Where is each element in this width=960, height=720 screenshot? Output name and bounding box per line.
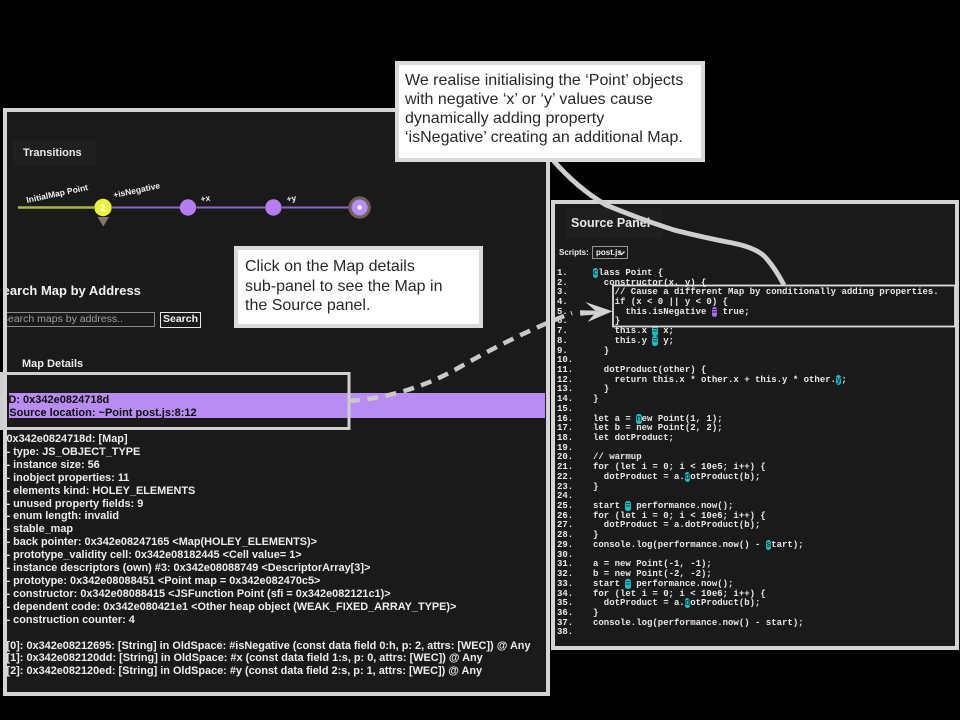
svg-text:InitialMap Point: InitialMap Point	[25, 182, 89, 205]
svg-text:+x: +x	[200, 193, 211, 204]
svg-text:+isNegative: +isNegative	[112, 180, 161, 200]
svg-text:+y: +y	[286, 193, 297, 204]
svg-text:2: 2	[100, 203, 105, 213]
